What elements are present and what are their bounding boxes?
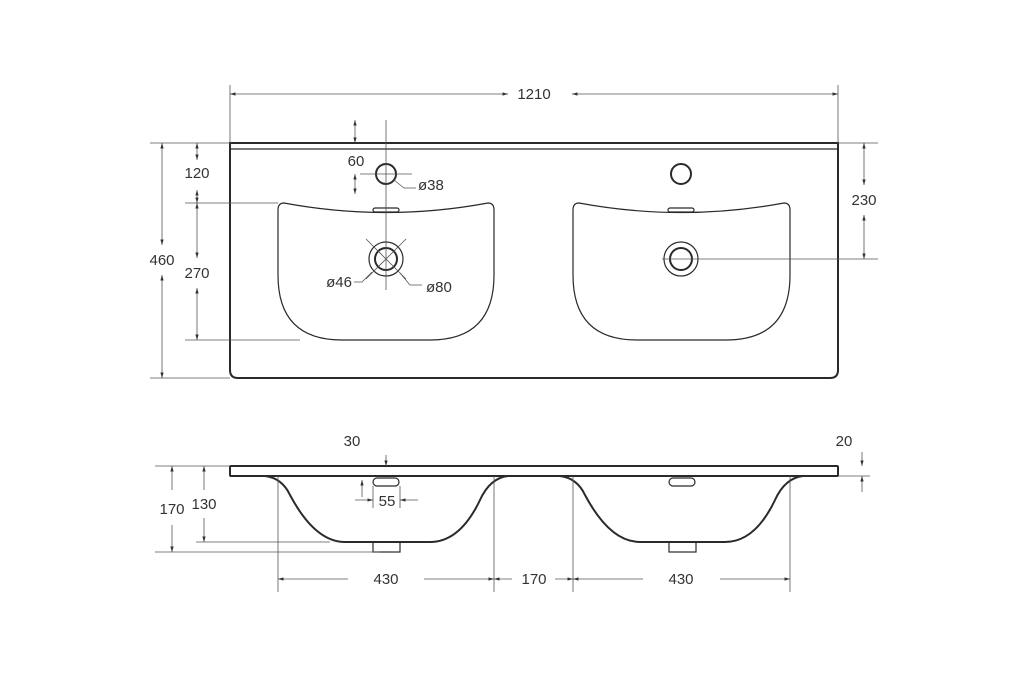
dim-basin-gap: 170 [521,571,546,588]
dim-drain-inner-diameter: ø46 [326,274,352,291]
tap-hole-right [670,163,692,185]
top-view: 1210 460 120 270 230 60 ø38 ø46 ø80 [149,85,878,379]
dim-overall-depth: 460 [149,252,174,269]
side-view: 30 20 170 130 55 430 170 430 [155,433,870,592]
overflow-right [668,477,696,487]
dim-slab-edge: 30 [344,433,361,450]
dim-tap-hole-diameter: ø38 [418,177,444,194]
drain-pipe-right [668,541,697,553]
countertop-slab [229,465,839,477]
dim-tap-offset: 60 [348,153,365,170]
dim-overflow-width: 55 [379,493,396,510]
dim-drain-from-edge: 230 [851,192,876,209]
basin-right [572,163,791,341]
dim-tap-from-edge: 120 [184,165,209,182]
dim-basin-height: 130 [191,496,216,513]
dim-slab-thickness: 20 [836,433,853,450]
countertop-outline [229,142,839,379]
drain-pipe-left [372,541,401,553]
dim-total-height: 170 [159,501,184,518]
dim-overall-width: 1210 [517,86,550,103]
dim-basin-width-right: 430 [668,571,693,588]
dim-drain-outer-diameter: ø80 [426,279,452,296]
overflow-left [372,477,400,487]
dim-basin-width-left: 430 [373,571,398,588]
dim-basin-depth: 270 [184,265,209,282]
